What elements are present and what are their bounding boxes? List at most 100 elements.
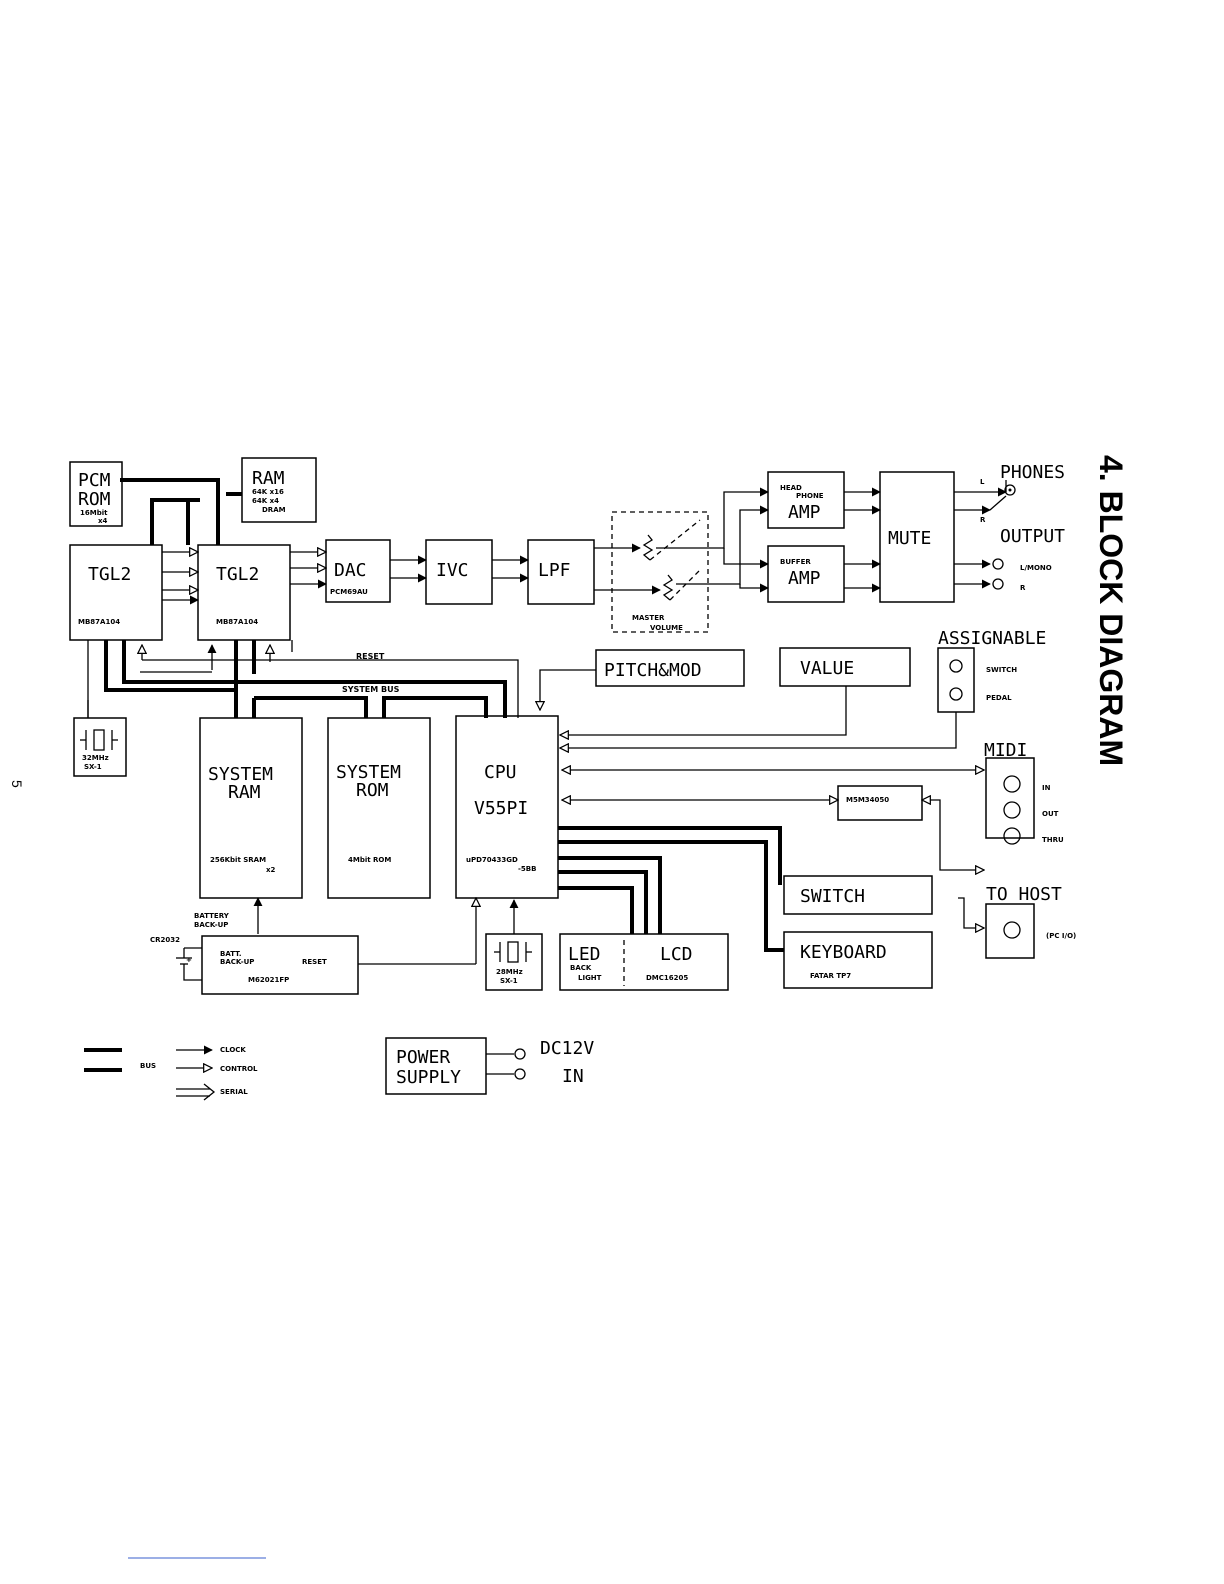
legend-serial: SERIAL: [220, 1088, 248, 1096]
svg-text:28MHz: 28MHz: [496, 968, 523, 976]
legend-bus: BUS: [140, 1062, 156, 1070]
svg-text:PCM69AU: PCM69AU: [330, 588, 368, 596]
svg-text:RESET: RESET: [302, 958, 327, 966]
bus-lines: [104, 478, 784, 952]
svg-text:FATAR TP7: FATAR TP7: [810, 972, 851, 980]
led-lcd-block: LED BACK LIGHT LCD DMC16205: [559, 933, 729, 991]
svg-text:PEDAL: PEDAL: [986, 694, 1012, 702]
svg-text:M5M34050: M5M34050: [846, 796, 889, 804]
m5m34050-block: M5M34050: [837, 785, 923, 821]
svg-text:CR2032: CR2032: [150, 936, 180, 944]
svg-text:+: +: [186, 956, 192, 964]
dac-block: DAC PCM69AU: [325, 539, 391, 603]
svg-text:LIGHT: LIGHT: [578, 974, 602, 982]
svg-text:RAM: RAM: [228, 782, 261, 803]
svg-text:SWITCH: SWITCH: [800, 886, 865, 907]
svg-text:TGL2: TGL2: [88, 564, 131, 585]
headphone-amp-block: HEAD PHONE AMP: [767, 471, 845, 529]
svg-text:MB87A104: MB87A104: [216, 618, 258, 626]
tgl2-b-block: TGL2 MB87A104: [197, 544, 291, 641]
svg-text:R: R: [1020, 584, 1026, 592]
pitch-mod-block: PITCH&MOD: [595, 649, 745, 687]
power-supply-block: POWER SUPPLY DC12V IN: [385, 1037, 594, 1095]
svg-text:DC12V: DC12V: [540, 1038, 594, 1059]
svg-text:64K x16: 64K x16: [252, 488, 284, 496]
mute-block: MUTE: [879, 471, 955, 603]
svg-text:64K x4: 64K x4: [252, 497, 279, 505]
svg-text:SWITCH: SWITCH: [986, 666, 1017, 674]
keyboard-block: KEYBOARD FATAR TP7: [783, 931, 933, 989]
svg-text:R: R: [980, 516, 986, 524]
svg-text:TGL2: TGL2: [216, 564, 259, 585]
svg-text:DMC16205: DMC16205: [646, 974, 688, 982]
master-volume-box: [611, 511, 709, 633]
svg-text:M62021FP: M62021FP: [248, 976, 289, 984]
tgl2-a-block: TGL2 MB87A104: [69, 544, 163, 641]
crystal-28mhz: 28MHz SX-1: [485, 933, 543, 991]
svg-text:SYSTEM: SYSTEM: [336, 762, 401, 783]
svg-text:TO HOST: TO HOST: [986, 884, 1062, 905]
system-ram-block: SYSTEM RAM 256Kbit SRAM x2: [199, 717, 303, 899]
svg-text:x4: x4: [98, 517, 108, 525]
legend-control: CONTROL: [220, 1065, 258, 1073]
svg-text:ROM: ROM: [78, 489, 111, 510]
svg-text:BATT.: BATT.: [220, 950, 242, 958]
svg-text:MB87A104: MB87A104: [78, 618, 120, 626]
svg-text:LPF: LPF: [538, 560, 571, 581]
svg-text:MUTE: MUTE: [888, 528, 931, 549]
svg-text:V55PI: V55PI: [474, 798, 528, 819]
midi-block: MIDI IN OUT THRU: [984, 740, 1064, 845]
diagram-title: 4. BLOCK DIAGRAM: [1093, 455, 1129, 766]
svg-text:OUT: OUT: [1042, 810, 1059, 818]
battery-backup-block: BATTERY BACK-UP CR2032 + BATT. BACK-UP R…: [150, 912, 359, 995]
svg-text:32MHz: 32MHz: [82, 754, 109, 762]
svg-text:ASSIGNABLE: ASSIGNABLE: [938, 628, 1046, 649]
svg-text:SUPPLY: SUPPLY: [396, 1067, 461, 1088]
svg-text:SX-1: SX-1: [500, 977, 518, 985]
svg-text:256Kbit SRAM: 256Kbit SRAM: [210, 856, 266, 864]
svg-text:SYSTEM: SYSTEM: [208, 764, 273, 785]
page-number: 5: [9, 780, 25, 788]
svg-text:PHONES: PHONES: [1000, 462, 1065, 483]
svg-text:16Mbit: 16Mbit: [80, 509, 108, 517]
switch-block: SWITCH: [783, 875, 933, 915]
output-jacks: OUTPUT L/MONO R: [992, 526, 1065, 592]
svg-text:PITCH&MOD: PITCH&MOD: [604, 660, 702, 681]
system-bus-label: SYSTEM BUS: [342, 685, 400, 694]
svg-text:ROM: ROM: [356, 780, 389, 801]
value-block: VALUE: [779, 647, 911, 687]
svg-text:MIDI: MIDI: [984, 740, 1027, 761]
svg-text:(PC I/O): (PC I/O): [1046, 932, 1076, 940]
svg-text:CPU: CPU: [484, 762, 517, 783]
svg-text:x2: x2: [266, 866, 276, 874]
svg-text:BACK: BACK: [570, 964, 592, 972]
svg-text:AMP: AMP: [788, 502, 821, 523]
svg-text:IN: IN: [562, 1066, 584, 1087]
svg-text:L: L: [980, 478, 985, 486]
assignable-block: ASSIGNABLE SWITCH PEDAL: [937, 628, 1046, 713]
reset-signal-label: RESET: [356, 652, 385, 661]
to-host-block: TO HOST (PC I/O): [985, 884, 1076, 959]
pcm-rom-block: PCM ROM 16Mbit x4: [69, 461, 123, 527]
signal-lines: [87, 480, 1007, 1075]
svg-text:PCM: PCM: [78, 470, 111, 491]
crystal-32mhz: 32MHz SX-1: [73, 717, 127, 777]
svg-text:LED: LED: [568, 944, 601, 965]
svg-text:BACK-UP: BACK-UP: [220, 958, 254, 966]
legend-clock: CLOCK: [220, 1046, 246, 1054]
svg-text:uPD70433GD: uPD70433GD: [466, 856, 518, 864]
svg-text:SX-1: SX-1: [84, 763, 102, 771]
svg-text:BATTERY: BATTERY: [194, 912, 230, 920]
ivc-block: IVC: [425, 539, 493, 605]
svg-text:KEYBOARD: KEYBOARD: [800, 942, 887, 963]
cpu-block: CPU V55PI uPD70433GD -5BB: [455, 715, 559, 899]
svg-text:OUTPUT: OUTPUT: [1000, 526, 1065, 547]
master-volume-label-2: VOLUME: [650, 624, 683, 632]
svg-text:L/MONO: L/MONO: [1020, 564, 1052, 572]
master-volume-label: MASTER: [632, 614, 665, 622]
buffer-amp-block: BUFFER AMP: [767, 545, 845, 603]
svg-text:RAM: RAM: [252, 468, 285, 489]
svg-text:VALUE: VALUE: [800, 658, 854, 679]
